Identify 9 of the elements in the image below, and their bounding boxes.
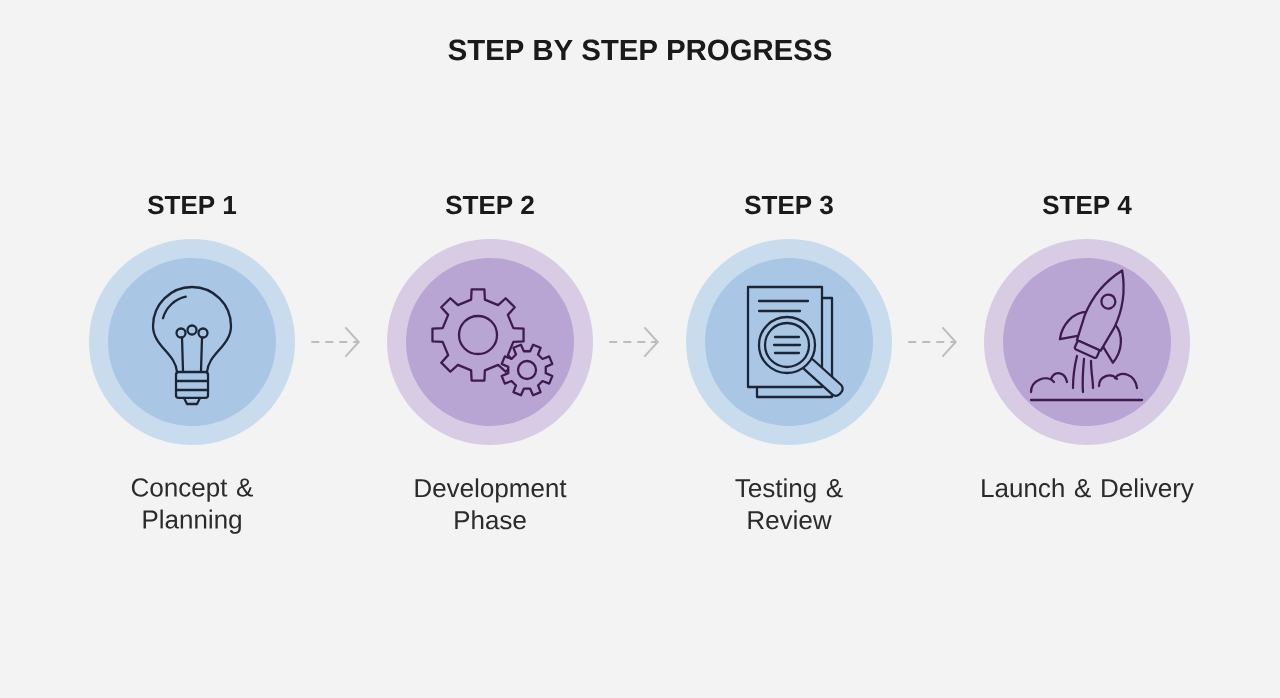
step-heading: STEP 2	[445, 195, 534, 215]
step-caption: Development Phase	[415, 478, 567, 530]
step-caption: Testing & Review	[735, 478, 843, 530]
step-heading: STEP 3	[744, 195, 833, 215]
step-caption: Concept & Planning	[131, 478, 253, 534]
step-caption: Launch & Delivery	[982, 478, 1194, 503]
title: STEP BY STEP PROGRESS	[448, 39, 832, 61]
step-heading: STEP 1	[147, 195, 237, 215]
step-heading: STEP 4	[1042, 195, 1132, 215]
